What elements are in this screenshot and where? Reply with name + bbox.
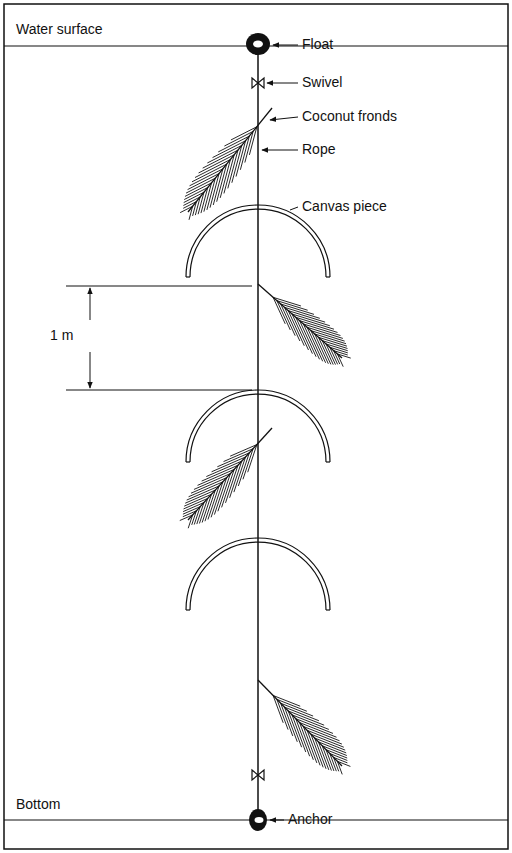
part-label: Float xyxy=(302,37,333,52)
dimension-label: 1 m xyxy=(50,328,73,343)
part-label: Canvas piece xyxy=(302,199,387,214)
canvas-piece xyxy=(186,205,330,610)
bottom-label: Bottom xyxy=(16,797,60,812)
part-label: Coconut fronds xyxy=(302,109,397,124)
rope xyxy=(257,46,259,818)
anchor xyxy=(249,809,267,831)
part-label: Anchor xyxy=(288,812,332,827)
dimension xyxy=(66,286,252,390)
float xyxy=(246,33,270,55)
water-surface-label: Water surface xyxy=(16,22,103,37)
leader-lines xyxy=(262,45,298,820)
frame xyxy=(4,4,508,849)
swivel xyxy=(252,78,264,780)
part-label: Rope xyxy=(302,142,335,157)
part-label: Swivel xyxy=(302,75,342,90)
